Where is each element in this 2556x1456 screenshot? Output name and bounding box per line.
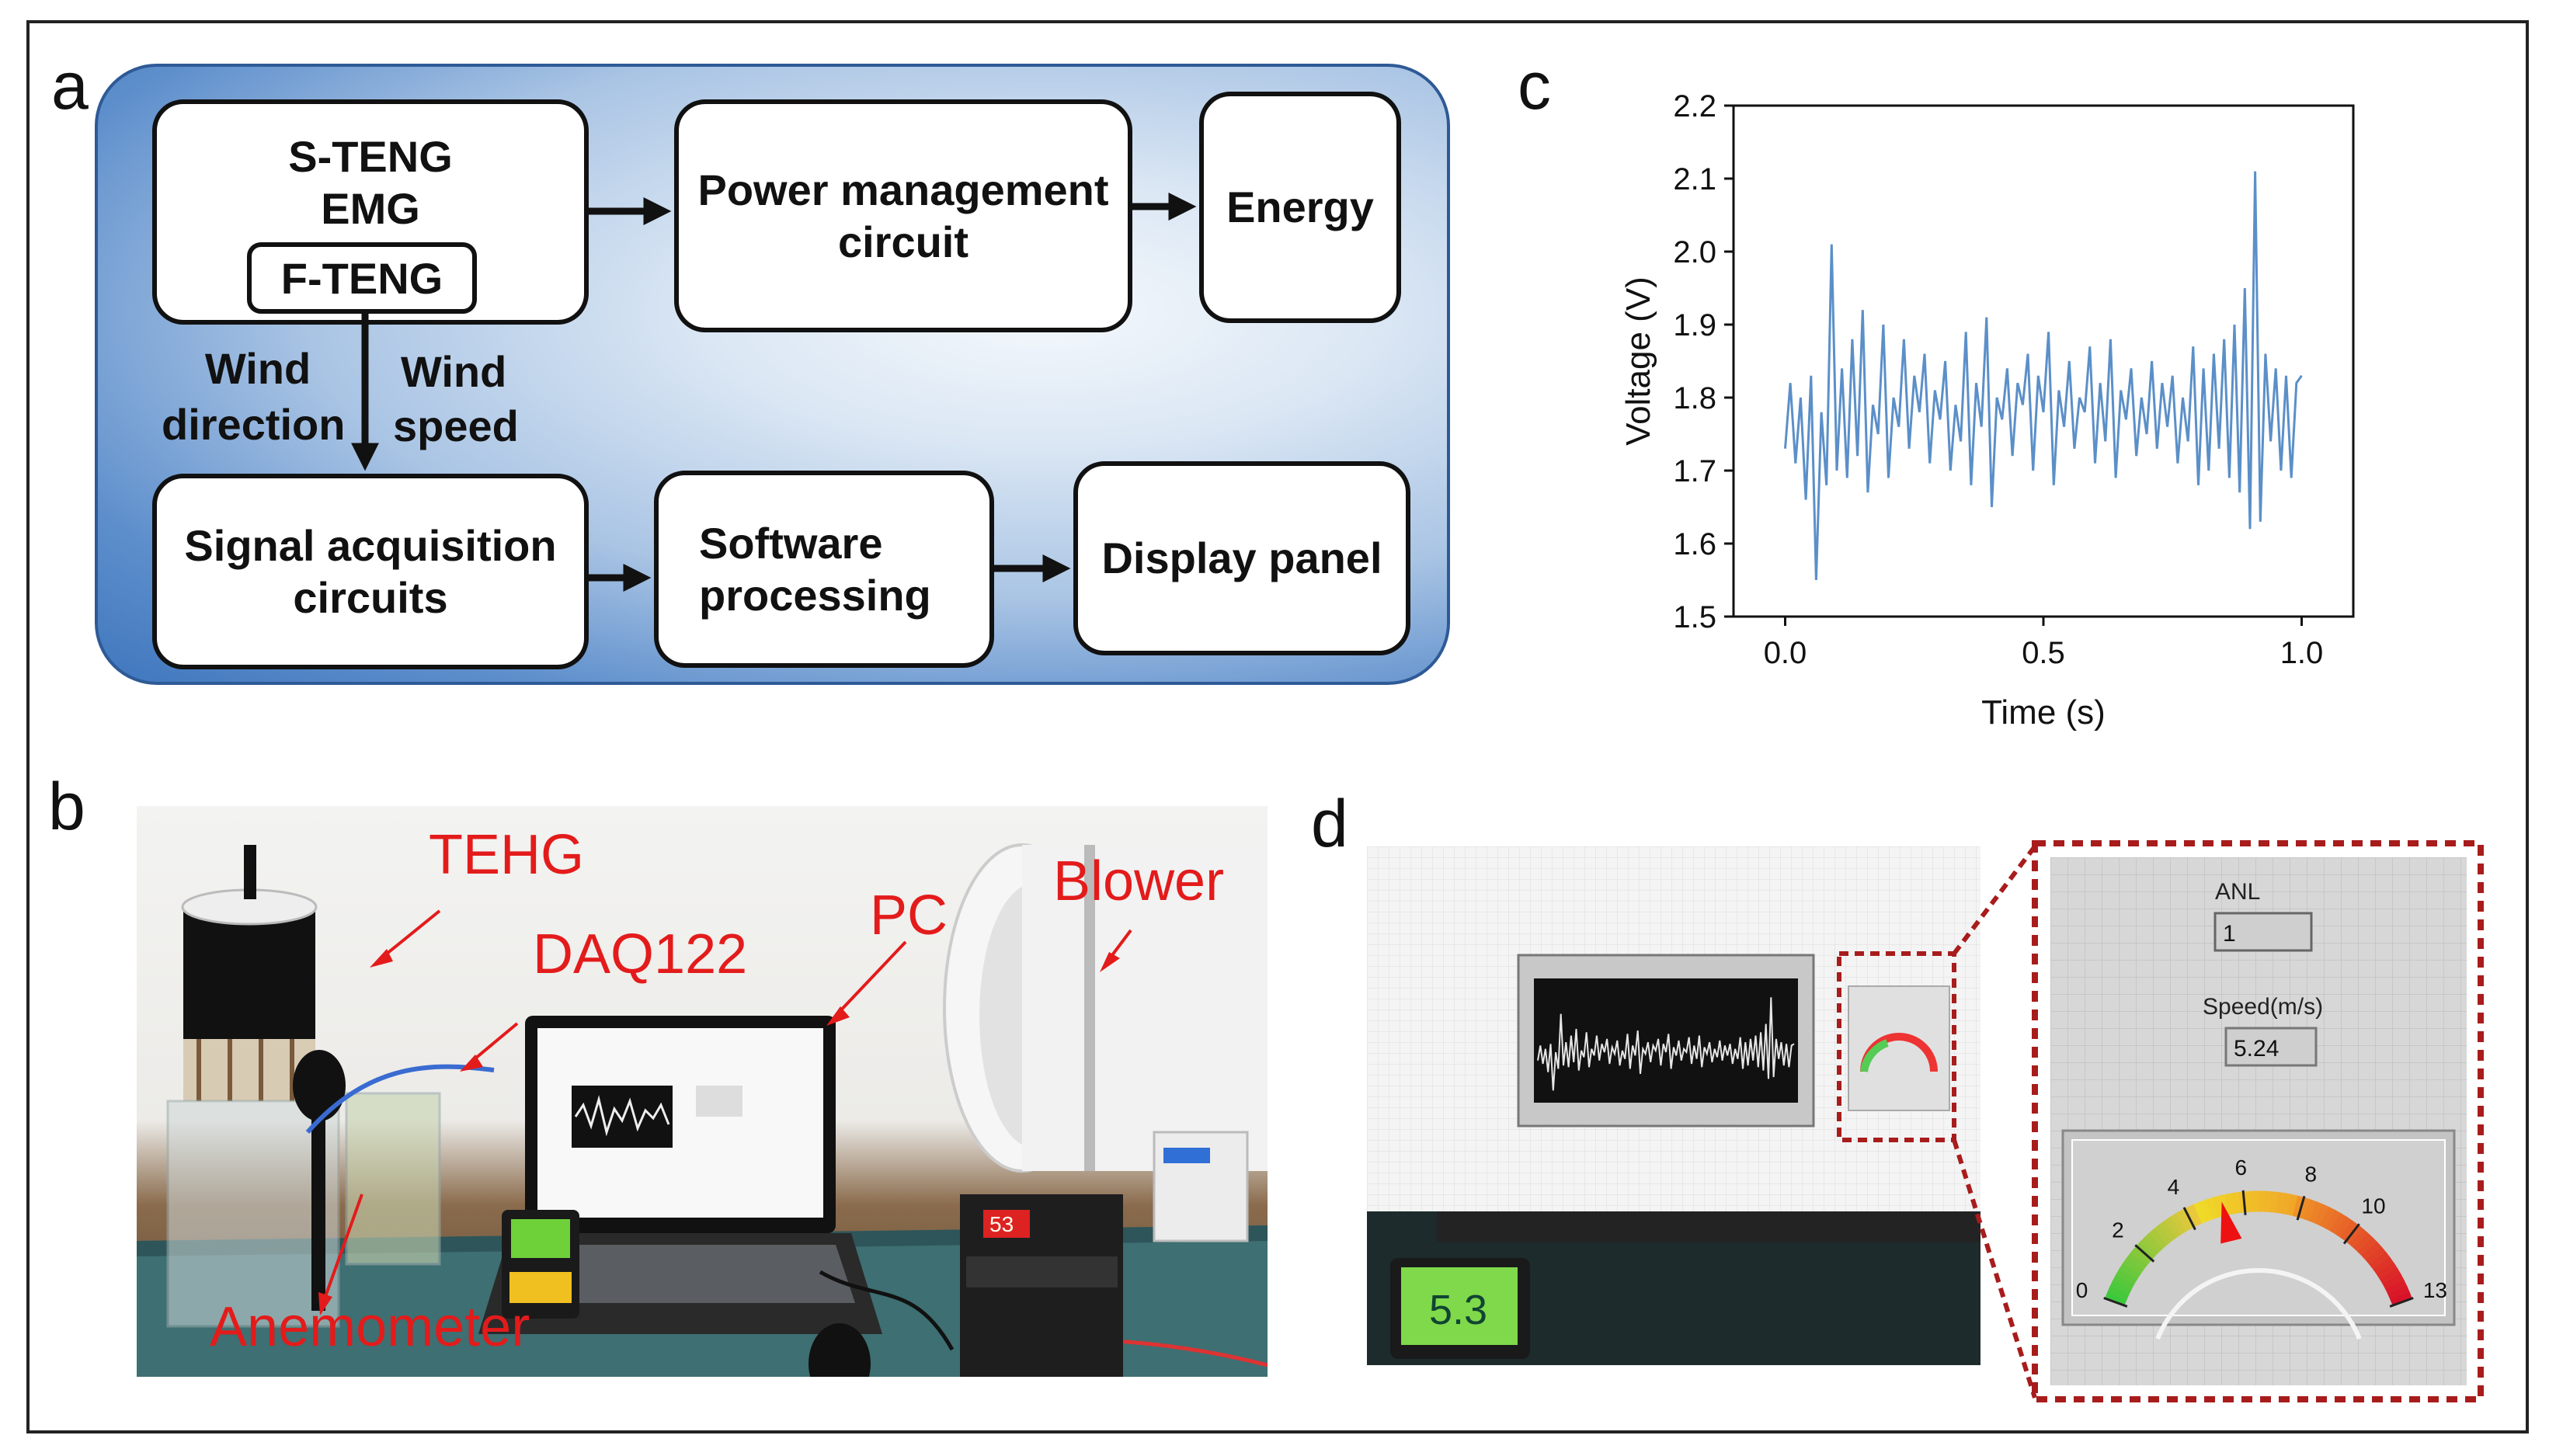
- beaker: [345, 1092, 441, 1266]
- front-panel-svg: ANL 1 Speed(m/s) 5.24 0 2 4 6 8 10 13: [2050, 857, 2467, 1385]
- x-axis-label: Time (s): [1981, 693, 2106, 731]
- blower-band: [1084, 845, 1095, 1171]
- emg-label: EMG: [321, 184, 420, 234]
- gauge-needle: [2220, 1201, 2242, 1244]
- zoomed-front-panel: ANL 1 Speed(m/s) 5.24 0 2 4 6 8 10 13: [2050, 857, 2467, 1385]
- y-tick-label: 1.7: [1673, 454, 1716, 488]
- anemometer-head: [293, 1050, 346, 1121]
- speed-value: 5.24: [2234, 1036, 2279, 1062]
- steng-label: S-TENG: [288, 132, 453, 181]
- wind-direction-line1: Wind: [204, 344, 311, 393]
- anl-value: 1: [2223, 921, 2236, 947]
- signal-label-line2: circuits: [293, 573, 448, 622]
- experiment-setup-photo: 53: [137, 806, 1268, 1377]
- controller-display: 53: [989, 1212, 1014, 1236]
- gauge-inner-arc: [2155, 1267, 2362, 1340]
- pc-label: PC: [870, 884, 948, 947]
- mouse: [809, 1323, 871, 1377]
- gauge-tick-label: 0: [2076, 1278, 2088, 1302]
- y-tick-label: 2.0: [1673, 235, 1716, 269]
- x-tick-label: 1.0: [2280, 636, 2324, 670]
- y-tick-label: 1.5: [1673, 600, 1716, 634]
- mini-panel: [1848, 985, 1950, 1111]
- anemometer-label: Anemometer: [210, 1296, 530, 1358]
- blower-body: [1022, 845, 1268, 1171]
- signal-acquisition-box: Signal acquisition circuits: [152, 474, 589, 669]
- gauge-arc-segment: [2251, 1190, 2259, 1212]
- anemometer-pole: [311, 1117, 325, 1311]
- signal-label-line1: Signal acquisition: [184, 520, 557, 570]
- tehg-cylinder: [183, 907, 315, 1047]
- x-tick-label: 0.5: [2022, 636, 2065, 670]
- software-processing-box: Software processing: [654, 471, 994, 668]
- power-label-line2: circuit: [837, 217, 969, 266]
- tehg-label: TEHG: [429, 824, 585, 886]
- gauge-tick: [2342, 1223, 2360, 1245]
- blower-label: Blower: [1053, 850, 1225, 912]
- gauge-tick: [2241, 1190, 2247, 1215]
- voltage-series-line: [1784, 171, 2303, 581]
- gauge-arc-segment: [2245, 1190, 2254, 1213]
- setup-scene: 53: [137, 843, 1268, 1377]
- gauge-tick: [2296, 1195, 2306, 1221]
- software-label-line1: Software: [699, 518, 883, 568]
- y-tick-label: 2.1: [1673, 162, 1716, 196]
- daq122-label: DAQ122: [533, 923, 748, 985]
- software-label-line2: processing: [699, 571, 931, 620]
- panel-label-a: a: [51, 49, 89, 123]
- speed-label: Speed(m/s): [2203, 994, 2323, 1020]
- gauge-tick-label: 2: [2112, 1218, 2124, 1242]
- waveform-plot: [1534, 978, 1798, 1103]
- acrylic-stand: [166, 1100, 340, 1328]
- y-axis-label: Voltage (V): [1619, 276, 1657, 446]
- anl-label: ANL: [2215, 879, 2260, 905]
- anl-indicator: [2213, 912, 2313, 952]
- speed-gauge: 0 2 4 6 8 10 13: [2076, 1155, 2447, 1340]
- x-tick-label: 0.0: [1764, 636, 1807, 670]
- power-label-line1: Power management: [697, 165, 1109, 214]
- monitor-photo: 5.3: [1367, 846, 1980, 1365]
- wind-speed-line2: speed: [393, 401, 519, 450]
- wind-direction-label: Wind: [203, 342, 312, 396]
- gauge-tick: [2182, 1207, 2196, 1231]
- annotation-arrows: [318, 909, 1132, 1315]
- gauge-tick-label: 4: [2168, 1175, 2180, 1199]
- gauge-tick: [2389, 1297, 2414, 1308]
- meter-lcd: [1401, 1267, 1518, 1345]
- monitor-scene: 5.3: [1367, 846, 1980, 1365]
- display-panel-box: Display panel: [1073, 461, 1410, 655]
- y-tick-label: 1.8: [1673, 381, 1716, 415]
- meter-reading: 5.3: [1429, 1287, 1487, 1333]
- tehg-shaft: [244, 845, 256, 899]
- gauge-tick-label: 10: [2361, 1194, 2385, 1218]
- speed-indicator: [2224, 1027, 2318, 1067]
- y-tick-label: 1.9: [1673, 308, 1716, 342]
- panel-label-c: c: [1518, 49, 1551, 123]
- panel-label-d: d: [1311, 787, 1348, 861]
- y-tick-label: 1.6: [1673, 527, 1716, 561]
- fteng-box: F-TENG: [247, 242, 477, 314]
- panel-label-b: b: [48, 770, 85, 844]
- gauge-tick: [2103, 1297, 2128, 1308]
- y-tick-label: 2.2: [1673, 89, 1716, 123]
- waveform-trace: [1537, 997, 1795, 1091]
- wind-direction-line2: direction: [162, 400, 346, 449]
- taskbar: [1437, 1211, 1980, 1242]
- power-management-box: Power management circuit: [674, 99, 1132, 332]
- energy-box: Energy: [1199, 92, 1401, 323]
- gauge-tick: [2134, 1244, 2155, 1263]
- gauge-tick-label: 13: [2423, 1278, 2447, 1302]
- gauge-tick-label: 8: [2305, 1162, 2318, 1187]
- gauge-tick-label: 6: [2235, 1155, 2248, 1180]
- wind-speed-line1: Wind: [401, 347, 507, 396]
